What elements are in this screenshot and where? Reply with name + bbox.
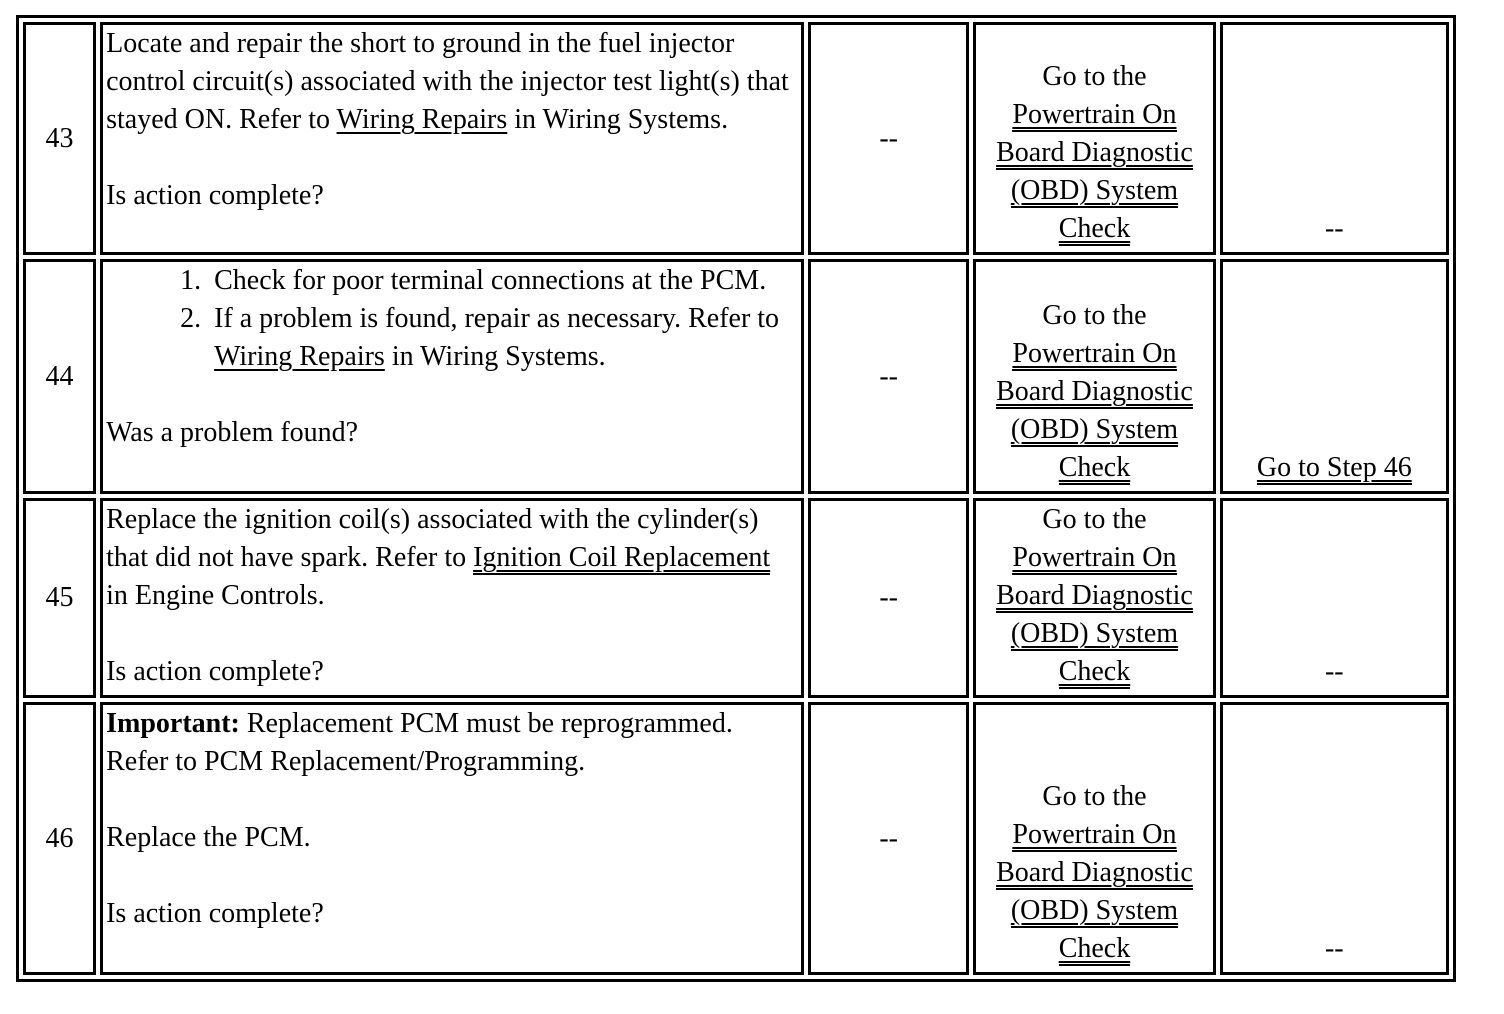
link-powertrain-on-board-diagnostic-obd-system-check[interactable]: Powertrain On Board Diagnostic (OBD) Syste…: [996, 338, 1193, 485]
link-line: Powertrain On: [1012, 338, 1177, 371]
link-line: (OBD) System: [1010, 895, 1179, 928]
link-line: Check: [1058, 213, 1131, 246]
text-segment: Replace the ignition coil(s) associated …: [106, 504, 759, 573]
action-question: Is action complete?: [106, 656, 324, 687]
link-line: Powertrain On: [1012, 542, 1177, 575]
blank-line: [106, 781, 798, 819]
blank-line: [106, 376, 798, 414]
step-number-cell: 45: [23, 498, 97, 698]
link-ignition-coil-replacement[interactable]: Ignition Coil Replacement: [473, 542, 771, 575]
action-paragraph: Replace the PCM.: [106, 819, 798, 857]
link-go-to-step-46[interactable]: Go to Step 46: [1256, 452, 1412, 485]
text-segment: in Wiring Systems.: [384, 341, 606, 372]
link-line: Board Diagnostic: [996, 580, 1193, 613]
text-segment: Locate and repair the short to ground in…: [106, 28, 789, 135]
no-cell: --: [1219, 22, 1449, 255]
step-number-cell: 43: [23, 22, 97, 255]
action-question: Is action complete?: [106, 898, 324, 929]
link-line: (OBD) System: [1010, 175, 1179, 208]
no-value: --: [1324, 656, 1344, 687]
link-wiring-repairs[interactable]: Wiring Repairs: [336, 104, 508, 135]
goto-prefix: Go to the: [1042, 504, 1147, 535]
step-number-cell: 46: [23, 702, 97, 975]
value-cell: --: [808, 22, 970, 255]
action-question: Is action complete?: [106, 180, 324, 211]
blank-line: [106, 139, 798, 177]
text-segment: in Engine Controls.: [106, 580, 325, 611]
action-paragraph: Important: Replacement PCM must be repro…: [106, 705, 798, 781]
goto-prefix: Go to the: [1042, 61, 1147, 92]
link-line: Check: [1058, 452, 1131, 485]
link-powertrain-on-board-diagnostic-obd-system-check[interactable]: Powertrain On Board Diagnostic (OBD) Syste…: [996, 542, 1193, 689]
goto-prefix: Go to the: [1042, 300, 1147, 331]
link-powertrain-on-board-diagnostic-obd-system-check[interactable]: Powertrain On Board Diagnostic (OBD) Syste…: [996, 99, 1193, 246]
no-cell: --: [1219, 702, 1449, 975]
text-segment: If a problem is found, repair as necessa…: [214, 303, 780, 334]
text-segment: Replace the PCM.: [106, 822, 311, 853]
value-cell: --: [808, 498, 970, 698]
action-cell: Check for poor terminal connections at t…: [100, 259, 805, 494]
action-paragraph: Locate and repair the short to ground in…: [106, 25, 798, 139]
text-segment: Check for poor terminal connections at t…: [214, 265, 767, 296]
link-line: Board Diagnostic: [996, 137, 1193, 170]
no-value: --: [1324, 213, 1344, 244]
no-value: --: [1324, 933, 1344, 964]
link-line: Board Diagnostic: [996, 376, 1193, 409]
link-powertrain-on-board-diagnostic-obd-system-check[interactable]: Powertrain On Board Diagnostic (OBD) Syste…: [996, 819, 1193, 966]
action-cell: Locate and repair the short to ground in…: [100, 22, 805, 255]
value-cell: --: [808, 259, 970, 494]
blank-line: [106, 615, 798, 653]
table-row: 44 Check for poor terminal connections at…: [23, 259, 1449, 494]
action-paragraph: Replace the ignition coil(s) associated …: [106, 501, 798, 615]
link-line: Check: [1058, 656, 1131, 689]
link-wiring-repairs[interactable]: Wiring Repairs: [214, 341, 385, 372]
link-line: Check: [1058, 933, 1131, 966]
action-list: Check for poor terminal connections at t…: [106, 262, 798, 376]
action-list-item: Check for poor terminal connections at t…: [208, 262, 798, 300]
text-segment: in Wiring Systems.: [507, 104, 729, 135]
no-cell: --: [1219, 498, 1449, 698]
action-list-item: If a problem is found, repair as necessa…: [208, 300, 798, 376]
link-line: Board Diagnostic: [996, 857, 1193, 890]
text-segment: Replacement PCM must be reprogrammed. Re…: [106, 708, 733, 777]
action-cell: Important: Replacement PCM must be repro…: [100, 702, 805, 975]
goto-prefix: Go to the: [1042, 781, 1147, 812]
value-cell: --: [808, 702, 970, 975]
link-line: (OBD) System: [1010, 414, 1179, 447]
action-question: Was a problem found?: [106, 417, 359, 448]
blank-line: [106, 857, 798, 895]
link-line: Powertrain On: [1012, 99, 1177, 132]
step-number-cell: 44: [23, 259, 97, 494]
link-line: Powertrain On: [1012, 819, 1177, 852]
link-line: (OBD) System: [1010, 618, 1179, 651]
important-label: Important:: [106, 708, 240, 739]
action-cell: Replace the ignition coil(s) associated …: [100, 498, 805, 698]
no-cell: Go to Step 46: [1219, 259, 1449, 494]
